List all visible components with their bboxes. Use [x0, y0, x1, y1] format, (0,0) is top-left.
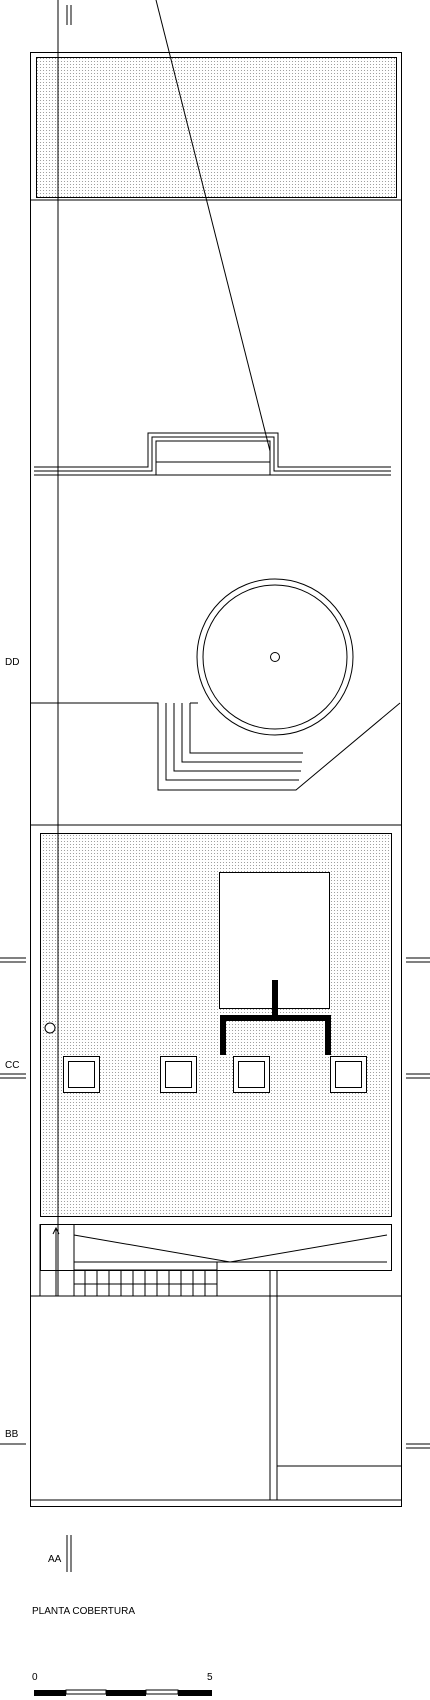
skylight [68, 1061, 95, 1088]
skylight [165, 1061, 192, 1088]
scale-end-label: 5 [207, 1672, 213, 1683]
skylights [63, 1056, 367, 1093]
section-label-dd: DD [5, 657, 20, 668]
scale-bar [34, 1689, 212, 1696]
main-roof-slab [40, 833, 392, 1217]
section-label-cc: CC [5, 1060, 20, 1071]
section-label-aa: AA [48, 1554, 62, 1565]
lower-stair-zone [39, 0, 392, 1297]
upper-stair [34, 0, 391, 476]
drawing-title: PLANTA COBERTURA [32, 1606, 135, 1617]
stepped-ramp [30, 702, 401, 791]
section-mark-aa-top [66, 5, 72, 25]
water-tank [196, 578, 354, 736]
section-mark-aa-bottom [66, 1535, 72, 1572]
section-label-bb: BB [5, 1429, 19, 1440]
building-outline [30, 52, 402, 1507]
skylight [238, 1061, 265, 1088]
section-mark-cc-bb-dd [0, 957, 430, 1449]
skylight [335, 1061, 362, 1088]
top-roof-slab [36, 57, 397, 198]
drain-circle [44, 1022, 56, 1034]
stair-treads [84, 1262, 218, 1296]
scale-start-label: 0 [32, 1672, 38, 1683]
rooftop-box [219, 872, 331, 1055]
